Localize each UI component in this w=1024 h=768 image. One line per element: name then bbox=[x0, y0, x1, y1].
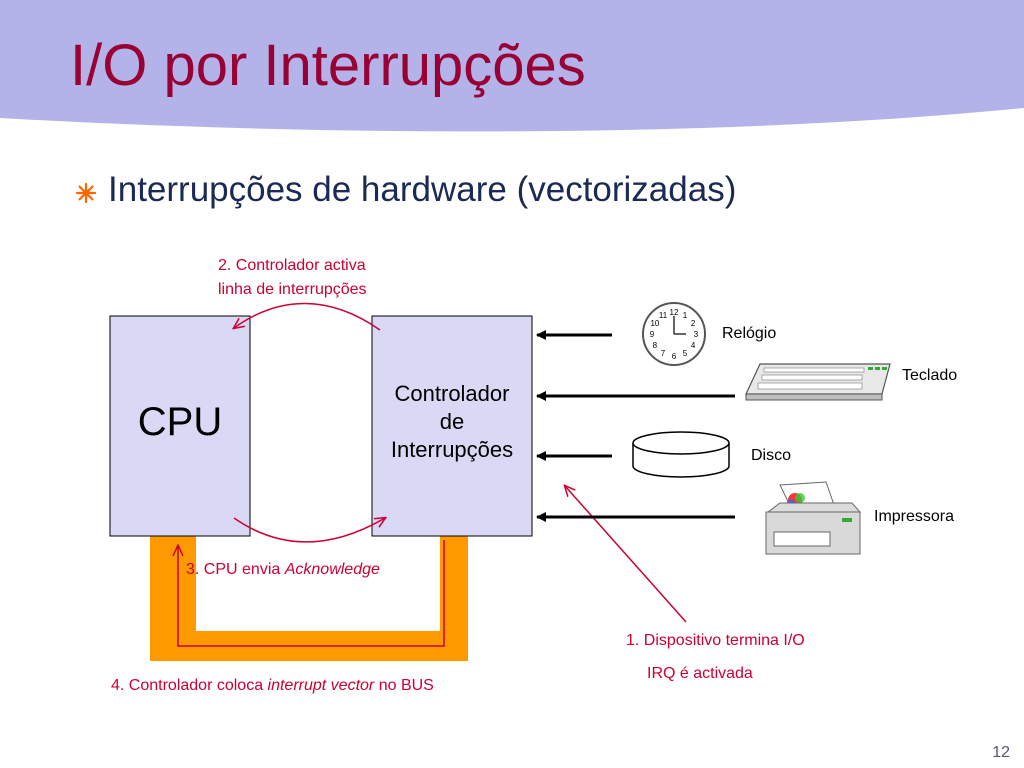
irq-pointer-line bbox=[565, 486, 687, 623]
cpu-label: CPU bbox=[137, 400, 223, 444]
disk-label: Disco bbox=[751, 447, 792, 464]
printer-icon bbox=[765, 481, 862, 555]
clock-numeral: 2 bbox=[691, 319, 696, 328]
controller-label-line: de bbox=[439, 409, 465, 434]
bus-return-line bbox=[178, 540, 445, 647]
step2-arc bbox=[234, 302, 381, 331]
sunburst-bullet-icon bbox=[75, 182, 97, 208]
clock-numeral: 4 bbox=[691, 341, 696, 350]
clock-numeral: 10 bbox=[650, 319, 659, 328]
clock-numeral: 5 bbox=[683, 349, 688, 358]
step3-emphasis: Acknowledge bbox=[284, 561, 380, 578]
clock-label: Relógio bbox=[722, 325, 777, 342]
page-number: 12 bbox=[992, 744, 1010, 761]
printer-label: Impressora bbox=[874, 508, 955, 525]
step3-arc bbox=[233, 518, 385, 543]
header-band bbox=[0, 0, 1024, 148]
step2-line: linha de interrupções bbox=[218, 281, 367, 298]
step2-line: 2. Controlador activa bbox=[218, 257, 366, 274]
clock-numeral: 11 bbox=[659, 311, 668, 320]
clock-numeral: 7 bbox=[661, 349, 666, 358]
clock-numeral: 6 bbox=[672, 352, 677, 361]
controller-box bbox=[371, 315, 533, 537]
bullet-text: Interrupções de hardware (vectorizadas) bbox=[108, 170, 737, 209]
step4-suffix: no BUS bbox=[374, 677, 434, 694]
step4-label: 4. Controlador coloca interrupt vector n… bbox=[111, 674, 434, 698]
disk-icon bbox=[632, 431, 730, 478]
bus-path bbox=[150, 536, 468, 661]
step1-line: IRQ é activada bbox=[647, 665, 753, 682]
step2-label: 2. Controlador activa linha de interrupç… bbox=[218, 254, 367, 302]
clock-numeral: 12 bbox=[670, 308, 679, 317]
controller-label-line: Interrupções bbox=[390, 437, 514, 462]
header-curve bbox=[0, 108, 1024, 148]
cpu-box bbox=[109, 315, 251, 537]
keyboard-icon bbox=[745, 363, 891, 401]
step1-line: 1. Dispositivo termina I/O bbox=[626, 632, 805, 649]
clock-numeral: 1 bbox=[683, 311, 688, 320]
controller-label: Controlador de Interrupções bbox=[372, 380, 532, 464]
clock-numeral: 9 bbox=[650, 330, 655, 339]
step4-emphasis: interrupt vector bbox=[267, 677, 375, 694]
step4-text: 4. Controlador coloca bbox=[111, 677, 268, 694]
keyboard-label: Teclado bbox=[902, 367, 958, 384]
controller-label-line: Controlador bbox=[394, 381, 510, 406]
slide-title: I/O por Interrupções bbox=[70, 33, 586, 98]
step3-label: 3. CPU envia Acknowledge bbox=[186, 558, 380, 582]
clock-numeral: 8 bbox=[653, 341, 658, 350]
step3-text: 3. CPU envia bbox=[186, 561, 285, 578]
step1-label: 1. Dispositivo termina I/O IRQ é activad… bbox=[626, 629, 805, 686]
clock-numeral: 3 bbox=[694, 330, 699, 339]
